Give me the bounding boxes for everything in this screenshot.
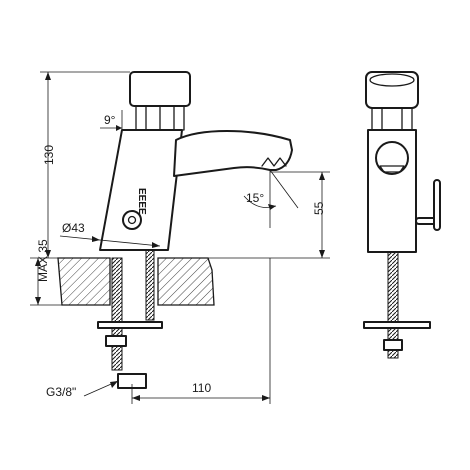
dim-height-label: 130 <box>42 145 56 165</box>
front-view <box>363 71 441 359</box>
body-marking: EEEE <box>136 188 147 215</box>
arrow <box>92 236 100 242</box>
spout <box>173 130 293 177</box>
side-view: EEEE 130 9° Ø43 15° <box>30 71 330 404</box>
arrow <box>262 395 270 401</box>
front-threaded-rod <box>387 251 399 325</box>
front-collar <box>371 107 413 131</box>
front-mounting-plate <box>363 321 431 329</box>
dim-line-diameter <box>59 235 161 247</box>
dim-diameter-label: Ø43 <box>62 221 85 235</box>
dim-reach-label: 110 <box>192 381 211 395</box>
dim-spout-height-label: 55 <box>312 201 326 215</box>
knob-center <box>127 215 137 225</box>
front-nut <box>383 339 403 351</box>
arrow <box>152 242 160 248</box>
arrow <box>35 258 41 266</box>
faucet-body <box>99 129 183 251</box>
front-button-cap <box>365 71 419 109</box>
countertop-left <box>57 257 111 306</box>
arrow <box>110 381 118 388</box>
countertop-right <box>157 257 215 306</box>
dim-angle-top-label: 9° <box>104 113 116 127</box>
temperature-lever <box>433 179 441 231</box>
front-aerator <box>379 165 405 173</box>
front-spout <box>375 141 409 175</box>
aerator <box>261 157 287 167</box>
push-button-cap <box>129 71 191 107</box>
dim-max-label: MAX 35 <box>36 239 50 282</box>
temperature-knob <box>122 210 142 230</box>
nut-upper <box>105 335 127 347</box>
front-cap-top <box>369 73 415 87</box>
arrow <box>116 125 122 131</box>
dim-angle-spout-label: 15° <box>246 191 264 205</box>
arrow <box>319 250 325 258</box>
arrow <box>45 250 51 258</box>
arrow <box>319 172 325 180</box>
arrow <box>268 204 276 210</box>
mounting-plate <box>97 321 163 329</box>
arrow <box>35 297 41 305</box>
arrow <box>132 395 140 401</box>
dim-connection-label: G3/8" <box>46 385 76 399</box>
arrow <box>45 72 51 80</box>
ext-line <box>269 169 299 209</box>
threaded-rod-right <box>145 249 155 321</box>
